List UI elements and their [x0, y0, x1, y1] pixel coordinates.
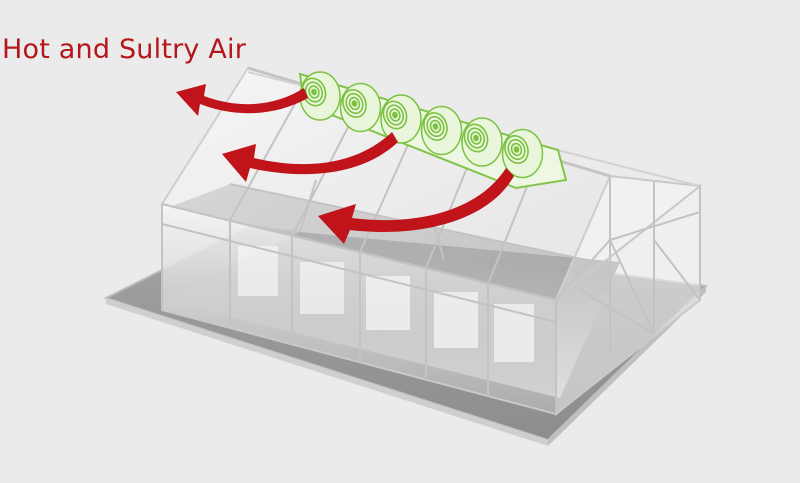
- exhaust-fan: [420, 105, 463, 156]
- airflow-arrow-bottom: [318, 168, 514, 244]
- exhaust-fan: [339, 82, 382, 133]
- diagram-title: Hot and Sultry Air: [2, 34, 247, 65]
- exhaust-fan-row: [298, 71, 568, 190]
- exhaust-fan: [461, 117, 503, 167]
- airflow-arrow-top: [176, 84, 308, 116]
- airflow-arrows: [176, 84, 514, 244]
- exhaust-fan: [501, 128, 544, 179]
- exhaust-fan: [380, 94, 422, 144]
- airflow-arrow-middle: [222, 132, 398, 182]
